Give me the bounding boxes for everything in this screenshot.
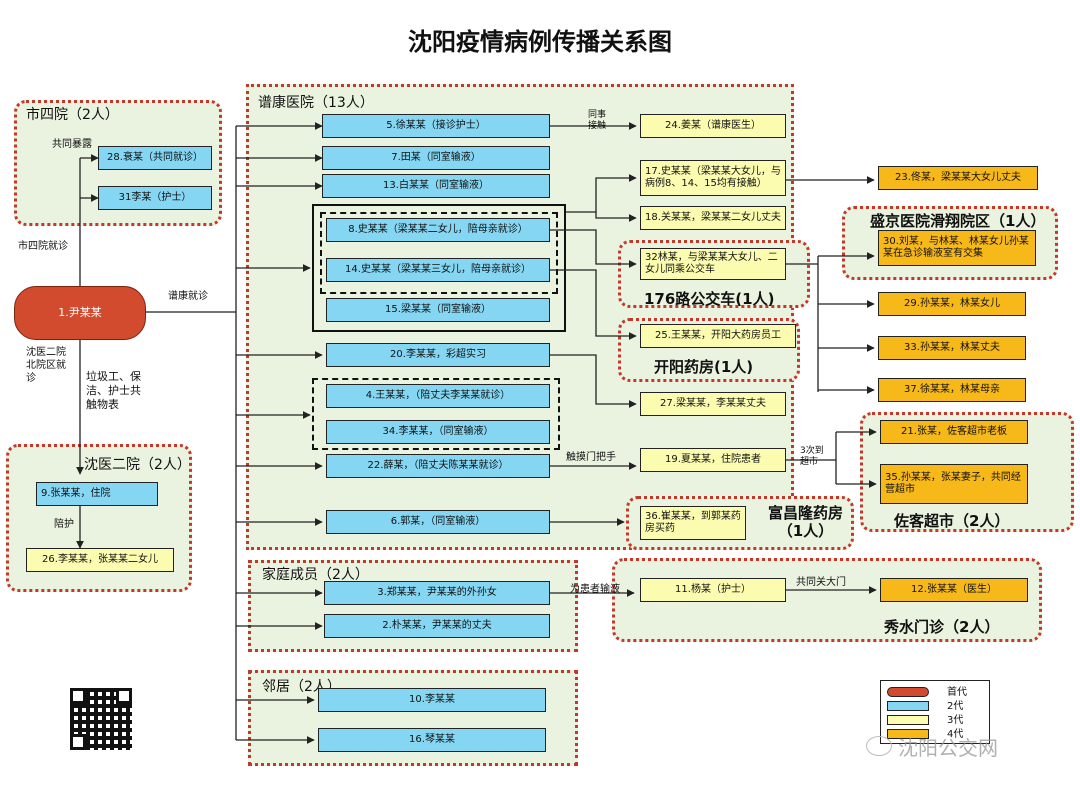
case-13-node[interactable]: 13.白某某（同室输液） (322, 174, 550, 198)
legend-item-gen1: 首代 (887, 685, 983, 699)
legend-swatch-gen2 (887, 701, 929, 711)
region-family-label: 家庭成员（2人） (262, 567, 369, 583)
region-shenyi2-label: 沈医二院（2人） (84, 457, 191, 473)
qr-corner-bl (70, 734, 86, 750)
label-wei-huanzhe: 为患者输液 (570, 584, 620, 595)
case-4-node[interactable]: 4.王某某，（陪丈夫李某某就诊） (326, 384, 550, 408)
case-5-node[interactable]: 5.徐某某（接诊护士） (322, 114, 550, 138)
wechat-icon (866, 736, 892, 756)
label-shisi-jiuzhen: 市四院就诊 (18, 241, 68, 252)
label-gongtong-damen: 共同关大门 (796, 577, 846, 588)
label-sanci: 3次到 超市 (800, 446, 824, 467)
label-pukang-jiuzhen: 谱康就诊 (168, 291, 208, 302)
legend-swatch-gen4 (887, 729, 929, 739)
region-fuchanglong-label: 富昌隆药房 （1人） (768, 504, 844, 540)
case-21-node[interactable]: 21.张某，佐客超市老板 (880, 420, 1028, 444)
qr-corner-tr (116, 688, 132, 704)
legend-label-gen2: 2代 (947, 700, 964, 712)
frame-liang-family (312, 204, 566, 332)
label-peihu: 陪护 (54, 519, 74, 530)
qr-corner-tl (70, 688, 86, 704)
case-18-node[interactable]: 18.关某某，梁某某二女儿丈夫 (640, 206, 786, 230)
region-shisi-label: 市四院（2人） (26, 107, 119, 123)
legend-swatch-gen3 (887, 715, 929, 725)
case-26-node[interactable]: 26.李某某，张某某二女儿 (26, 548, 174, 572)
case-32-node[interactable]: 32林某，与梁某某大女儿、二女儿同乘公交车 (640, 248, 786, 280)
region-xiushui-label: 秀水门诊（2人） (884, 618, 1000, 636)
case-35-node[interactable]: 35.孙某某，张某妻子，共同经营超市 (880, 464, 1028, 504)
legend-swatch-gen1 (887, 687, 929, 697)
case-37-node[interactable]: 37.徐某某，林某母亲 (878, 378, 1026, 402)
case-36-node[interactable]: 36.崔某某，到郭某药房买药 (640, 506, 746, 540)
case-27-node[interactable]: 27.梁某某，李某某丈夫 (640, 392, 786, 416)
legend-item-gen2: 2代 (887, 699, 983, 713)
legend-label-gen3: 3代 (947, 714, 964, 726)
case-6-node[interactable]: 6.郭某，（同室输液） (326, 510, 550, 534)
legend-label-gen1: 首代 (947, 686, 967, 698)
case-2-node[interactable]: 2.朴某某，尹某某的丈夫 (324, 614, 550, 638)
region-zuoke-label: 佐客超市（2人） (894, 512, 1010, 530)
label-tongshi: 同事 接触 (588, 110, 607, 131)
case-19-node[interactable]: 19.夏某某，住院患者 (640, 448, 786, 472)
label-lajigong: 垃圾工、保洁、护士共触物表 (86, 370, 141, 411)
case-34-node[interactable]: 34.李某某，（同室输液） (326, 420, 550, 444)
case-17-node[interactable]: 17.史某某（梁某某大女儿，与病例8、14、15均有接触） (640, 160, 786, 196)
legend: 首代 2代 3代 4代 (880, 680, 990, 744)
case-30-node[interactable]: 30.刘某，与林某、林某女儿孙某某在急诊输液室有交集 (878, 230, 1036, 266)
case-8-node[interactable]: 8.史某某（梁某某二女儿，陪母亲就诊） (326, 218, 550, 242)
label-gongtong-baolu: 共同暴露 (52, 139, 92, 150)
watermark-text: 沈阳公交网 (898, 736, 998, 760)
case-23-node[interactable]: 23.佟某，梁某某大女儿丈夫 (878, 166, 1038, 190)
region-kaiyang-label: 开阳药房(1人) (654, 358, 754, 376)
region-shengjing-label: 盛京医院滑翔院区（1人） (870, 212, 1046, 230)
case-12-node[interactable]: 12.张某某（医生） (880, 578, 1028, 602)
case-25-node[interactable]: 25.王某某，开阳大药房员工 (640, 324, 796, 348)
case-16-node[interactable]: 16.琴某某 (318, 728, 546, 752)
case-24-node[interactable]: 24.姜某（谱康医生） (640, 114, 786, 138)
case-7-node[interactable]: 7.田某（同室输液） (322, 146, 550, 170)
page-title: 沈阳疫情病例传播关系图 (408, 28, 672, 56)
case-9-node[interactable]: 9.张某某，住院 (36, 482, 158, 506)
case-22-node[interactable]: 22.薛某，（陪丈夫陈某某就诊） (326, 454, 550, 478)
region-bus-label: 176路公交车(1人) (644, 290, 775, 308)
case-1-node[interactable]: 1.尹某某 (14, 286, 146, 340)
legend-label-gen4: 4代 (947, 728, 964, 740)
case-11-node[interactable]: 11.杨某（护士） (640, 578, 786, 602)
case-20-node[interactable]: 20.李某某，彩超实习 (326, 343, 550, 367)
case-29-node[interactable]: 29.孙某某，林某女儿 (878, 292, 1026, 316)
legend-item-gen3: 3代 (887, 713, 983, 727)
case-15-node[interactable]: 15.梁某某（同室输液） (326, 298, 550, 322)
frame-4-34 (312, 378, 560, 450)
label-chumo: 触摸门把手 (566, 452, 616, 463)
qr-code (70, 688, 132, 750)
label-shenyi-beiyuan: 沈医二院北院区就诊 (26, 347, 66, 384)
region-pukang-label: 谱康医院（13人） (258, 95, 374, 111)
case-14-node[interactable]: 14.史某某（梁某某三女儿，陪母亲就诊） (326, 258, 550, 282)
case-3-node[interactable]: 3.郑某某，尹某某的外孙女 (324, 581, 550, 605)
legend-item-gen4: 4代 (887, 727, 983, 741)
case-10-node[interactable]: 10.李某某 (318, 688, 546, 712)
case-28-node[interactable]: 28.衰某（共同就诊） (98, 146, 212, 170)
case-31-node[interactable]: 31李某（护士） (98, 186, 212, 210)
case-33-node[interactable]: 33.孙某某，林某丈夫 (878, 336, 1026, 360)
